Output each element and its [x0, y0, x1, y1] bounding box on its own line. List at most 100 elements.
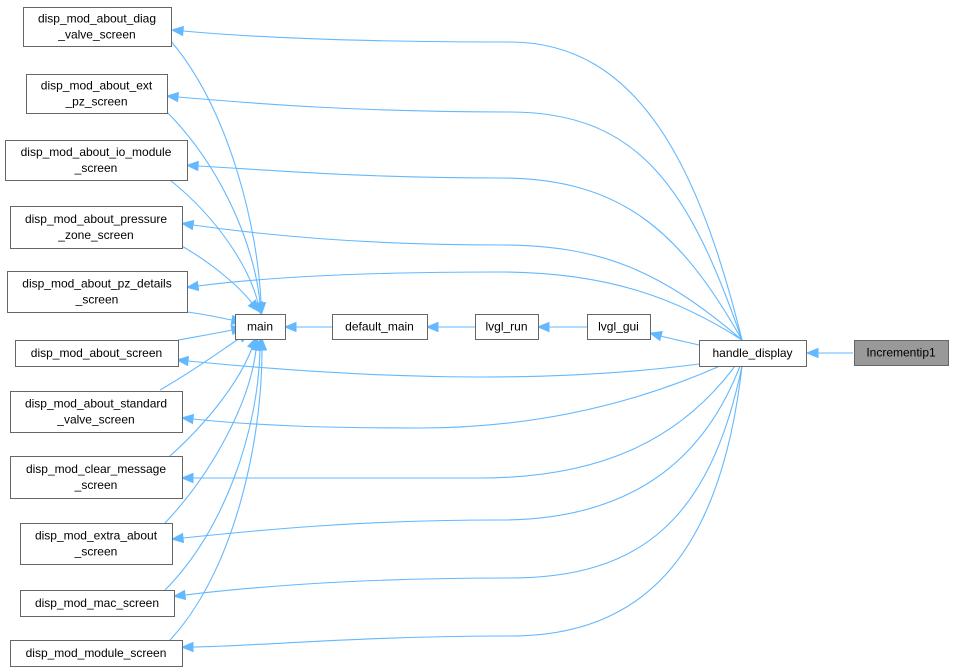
node-label-line: lvgl_run	[485, 320, 527, 334]
node-box	[15, 340, 179, 367]
edge-line	[164, 349, 261, 591]
node-box	[23, 7, 172, 47]
node-label-line: _screen	[75, 293, 119, 307]
edge-default-to-main	[283, 321, 332, 333]
edge-line	[186, 311, 233, 321]
node-box	[5, 140, 188, 181]
node-label-line: disp_mod_about_ext	[41, 79, 153, 93]
edge-arrowhead	[805, 347, 819, 359]
edge-handle-to-mac	[172, 365, 743, 601]
edge-arrowhead	[536, 321, 550, 333]
edge-incr-to-handle	[805, 347, 853, 359]
edge-module-to-main	[169, 337, 268, 641]
edge-line	[182, 365, 741, 539]
edge-about-to-main	[177, 324, 245, 341]
node-disp-mod-clear-message-screen[interactable]: disp_mod_clear_message_screen	[10, 456, 183, 499]
node-label-line: main	[247, 320, 273, 334]
edge-handle-to-diag	[170, 25, 743, 341]
node-label-line: disp_mod_about_io_module	[21, 145, 172, 159]
edge-lvglrun-to-default	[425, 321, 475, 333]
node-lvgl-run[interactable]: lvgl_run	[475, 314, 539, 340]
node-lvgl-gui[interactable]: lvgl_gui	[587, 314, 651, 340]
edge-arrowhead	[185, 280, 200, 292]
node-label-line: _zone_screen	[57, 228, 133, 242]
node-disp-mod-mac-screen[interactable]: disp_mod_mac_screen	[20, 590, 175, 617]
edge-line	[169, 347, 253, 457]
node-label-line: handle_display	[712, 346, 792, 360]
node-disp-mod-about-ext-pz-screen[interactable]: disp_mod_about_ext_pz_screen	[26, 74, 168, 114]
edge-handle-to-ext	[165, 91, 743, 341]
edge-line	[197, 271, 743, 341]
edge-handle-to-about	[175, 355, 700, 378]
node-box	[587, 314, 651, 340]
edge-line	[177, 329, 233, 341]
edge-line	[193, 365, 736, 479]
node-label-line: disp_mod_mac_screen	[35, 596, 159, 610]
node-disp-mod-module-screen[interactable]: disp_mod_module_screen	[10, 640, 183, 667]
edge-arrowhead	[256, 337, 268, 351]
node-box	[20, 523, 173, 565]
edge-line	[182, 30, 743, 341]
node-box	[26, 74, 168, 114]
node-disp-mod-about-screen[interactable]: disp_mod_about_screen	[15, 340, 179, 367]
edge-arrowhead	[180, 641, 194, 653]
node-disp-mod-about-diag-valve-screen[interactable]: disp_mod_about_diag _valve_screen	[23, 7, 172, 47]
node-box	[10, 640, 183, 667]
edge-arrowhead	[283, 321, 297, 333]
edge-handle-to-lvglgui	[649, 331, 700, 346]
node-box	[10, 456, 183, 499]
node-label-line: lvgl_gui	[598, 320, 639, 334]
node-label-line: disp_mod_about_diag	[38, 12, 156, 26]
edge-line	[660, 335, 700, 346]
edge-handle-to-press	[180, 219, 743, 341]
node-label-line: _valve_screen	[57, 28, 135, 42]
node-label-line: Incrementip1	[866, 346, 936, 360]
edge-arrowhead	[180, 413, 195, 425]
node-box	[854, 340, 949, 366]
edge-line	[164, 349, 257, 524]
node-disp-mod-extra-about-screen[interactable]: disp_mod_extra_about_screen	[20, 523, 173, 565]
edge-arrowhead	[247, 299, 260, 313]
edge-line	[192, 365, 743, 648]
edge-handle-to-clear	[180, 365, 736, 484]
edge-line	[164, 109, 261, 304]
node-incrementip1[interactable]: Incrementip1	[854, 340, 949, 366]
edge-arrowhead	[185, 160, 199, 172]
node-disp-mod-about-pressure-zone-screen[interactable]: disp_mod_about_pressure _zone_screen	[10, 206, 183, 249]
node-disp-mod-about-pz-details-screen[interactable]: disp_mod_about_pz_details_screen	[7, 271, 188, 313]
node-box	[7, 271, 188, 313]
node-label-line: disp_mod_about_pressure	[25, 212, 167, 226]
node-handle-display[interactable]: handle_display	[699, 340, 807, 367]
node-box	[10, 206, 183, 249]
edge-arrowhead	[172, 589, 187, 601]
edge-arrowhead	[649, 331, 663, 342]
node-label-line: _screen	[74, 161, 118, 175]
node-default-main[interactable]: default_main	[332, 314, 428, 340]
edge-arrowhead	[175, 355, 190, 367]
node-disp-mod-about-standard-valve-screen[interactable]: disp_mod_about_standard _valve_screen	[10, 391, 183, 433]
edge-handle-to-module	[180, 365, 743, 653]
edge-lvglgui-to-lvglrun	[536, 321, 587, 333]
edge-line	[169, 179, 259, 304]
node-label-line: disp_mod_module_screen	[26, 646, 167, 660]
node-label-line: disp_mod_about_standard	[25, 397, 167, 411]
node-box	[699, 340, 807, 367]
edge-press-to-main	[179, 244, 260, 313]
edge-line	[159, 337, 241, 391]
node-label-line: disp_mod_clear_message	[26, 462, 166, 476]
node-label-line: _valve_screen	[56, 413, 134, 427]
edge-arrowhead	[180, 472, 194, 484]
node-disp-mod-about-io-module-screen[interactable]: disp_mod_about_io_module _screen	[5, 140, 188, 181]
node-box	[20, 590, 175, 617]
edge-arrowhead	[180, 219, 195, 231]
edge-handle-to-io	[185, 160, 743, 341]
edge-handle-to-pzd	[185, 271, 743, 341]
edge-line	[169, 39, 262, 304]
node-box	[235, 314, 286, 340]
node-label-line: disp_mod_extra_about	[35, 529, 158, 543]
edge-line	[184, 365, 743, 596]
node-box	[475, 314, 539, 340]
node-label-line: disp_mod_about_screen	[31, 346, 162, 360]
node-main[interactable]: main	[235, 314, 286, 340]
